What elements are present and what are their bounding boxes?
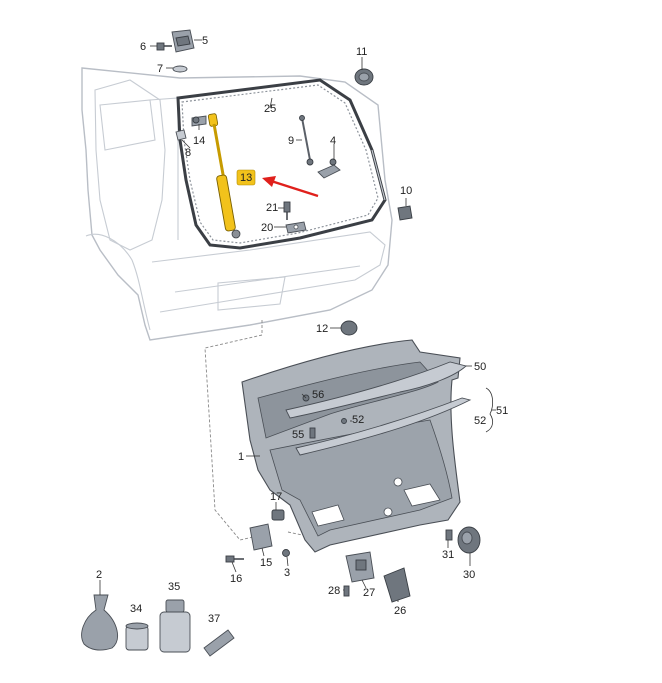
part-11-grommet: [354, 68, 374, 86]
label-25: 25: [264, 103, 276, 115]
label-20: 20: [261, 222, 273, 234]
label-7: 7: [157, 63, 163, 75]
label-16: 16: [230, 573, 242, 585]
callout-labels: 6 5 7 11 25 9 4 14 8 13 10 21 20 12 50 5…: [96, 35, 508, 625]
part-2-bag: [81, 594, 119, 651]
label-12: 12: [316, 323, 328, 335]
label-1: 1: [238, 451, 244, 463]
label-2: 2: [96, 569, 102, 581]
label-35: 35: [168, 581, 180, 593]
label-9: 9: [288, 135, 294, 147]
part-31-screw: [445, 529, 453, 541]
label-55: 55: [292, 429, 304, 441]
label-52-a: 52: [352, 414, 364, 426]
part-5-hinge-bracket: [171, 29, 195, 53]
label-15: 15: [260, 557, 272, 569]
part-37-tube: [203, 629, 235, 657]
label-30: 30: [463, 569, 475, 581]
part-9-rod: [299, 115, 314, 166]
leader-lines: [99, 39, 496, 602]
part-8-clip: [175, 129, 187, 141]
highlight-arrow: [262, 176, 319, 198]
part-6-screw: [156, 42, 172, 51]
label-56: 56: [312, 389, 324, 401]
label-31: 31: [442, 549, 454, 561]
gas-strut-part-13: [207, 113, 241, 239]
part-4-latch-clip: [317, 158, 341, 179]
part-27-lock: [345, 551, 375, 583]
label-6: 6: [140, 41, 146, 53]
part-12-buffer: [340, 320, 358, 336]
label-37: 37: [208, 613, 220, 625]
trim-strip-part-52: [295, 397, 472, 456]
part-21-screw: [283, 201, 291, 220]
label-13: 13: [240, 172, 252, 184]
part-14-hinge-screw: [191, 115, 207, 127]
part-30-switch: [457, 526, 481, 554]
label-28: 28: [328, 585, 340, 597]
part-15-lock-cylinder: [249, 523, 273, 551]
label-5: 5: [202, 35, 208, 47]
part-25-strut-bracket: [269, 97, 273, 109]
car-body-outline: [81, 67, 393, 341]
label-50: 50: [474, 361, 486, 373]
part-7-washer: [172, 65, 188, 73]
part-34-container: [125, 622, 149, 651]
part-55-screw: [309, 427, 316, 439]
part-16-screw: [225, 555, 244, 563]
projection-lines: [204, 320, 303, 541]
label-34: 34: [130, 603, 142, 615]
label-4: 4: [330, 135, 336, 147]
trim-strip-part-50: [285, 361, 467, 419]
part-20-bracket: [285, 221, 307, 234]
label-3: 3: [284, 567, 290, 579]
part-35-bottle: [159, 599, 191, 653]
label-10: 10: [400, 185, 412, 197]
part-3-nut: [282, 549, 290, 557]
label-11: 11: [356, 46, 367, 58]
label-21: 21: [266, 202, 278, 214]
label-52-b: 52: [474, 415, 486, 427]
label-14: 14: [193, 135, 205, 147]
label-17: 17: [270, 491, 282, 503]
part-10-buffer: [397, 205, 413, 221]
label-27: 27: [363, 587, 375, 599]
part-17-bolt: [271, 509, 285, 521]
part-28-screw: [343, 585, 350, 597]
label-8: 8: [185, 147, 191, 159]
label-26: 26: [394, 605, 406, 617]
label-51: 51: [496, 405, 508, 417]
part-26-cover: [383, 567, 411, 603]
label-13-highlight: 13: [236, 169, 256, 186]
